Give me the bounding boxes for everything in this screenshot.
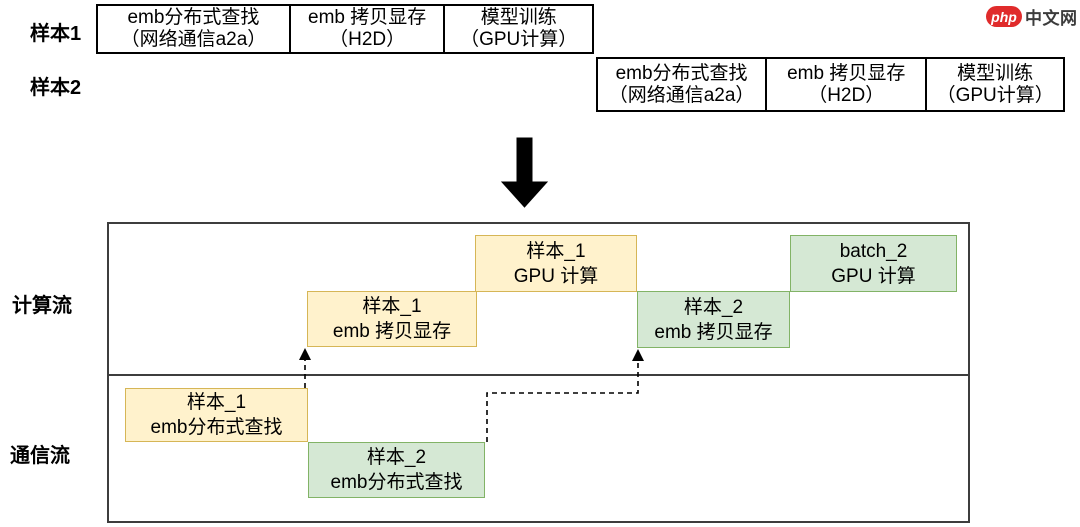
- task-batch2-gpu: batch_2 GPU 计算: [790, 235, 957, 292]
- sample2-stage-train: 模型训练 （GPU计算）: [925, 59, 1063, 110]
- task-line1: batch_2: [839, 240, 908, 262]
- task-sample1-gpu: 样本_1 GPU 计算: [475, 235, 637, 292]
- task-line1: 样本_1: [362, 296, 422, 317]
- sample2-stage-lookup: emb分布式查找 （网络通信a2a）: [598, 59, 765, 110]
- stage-line1: emb 拷贝显存: [787, 62, 906, 84]
- stage-line1: emb分布式查找: [127, 7, 260, 28]
- stage-line2: （H2D）: [329, 29, 406, 50]
- task-line1: 样本_2: [683, 296, 744, 318]
- sample2-stage-h2d: emb 拷贝显存 （H2D）: [765, 59, 925, 110]
- php-logo-text: php: [991, 8, 1017, 25]
- stage-line1: emb 拷贝显存: [308, 7, 427, 28]
- task-sample1-h2d: 样本_1 emb 拷贝显存: [307, 291, 477, 347]
- comm-stream-label: 通信流: [10, 445, 70, 467]
- sample2-label: 样本2: [30, 77, 82, 99]
- sample2-stage-row: emb分布式查找 （网络通信a2a） emb 拷贝显存 （H2D） 模型训练 （…: [596, 57, 1065, 112]
- sample1-stage-h2d: emb 拷贝显存 （H2D）: [288, 6, 444, 52]
- task-line2: emb 拷贝显存: [654, 321, 773, 343]
- task-line1: 样本_2: [366, 447, 427, 468]
- task-line1: 样本_1: [186, 392, 247, 413]
- task-line2: GPU 计算: [831, 265, 916, 287]
- stage-line2: （网络通信a2a）: [120, 29, 267, 50]
- stage-line2: （H2D）: [808, 84, 885, 106]
- task-line2: emb 拷贝显存: [332, 321, 452, 342]
- php-logo-icon: php: [986, 6, 1022, 27]
- sample1-stage-row: emb分布式查找 （网络通信a2a） emb 拷贝显存 （H2D） 模型训练 （…: [96, 4, 594, 54]
- stage-line1: 模型训练: [957, 62, 1034, 84]
- task-sample2-h2d: 样本_2 emb 拷贝显存: [637, 291, 790, 348]
- sample1-label: 样本1: [30, 23, 82, 45]
- sample1-stage-train: 模型训练 （GPU计算）: [443, 6, 592, 52]
- compute-stream-label: 计算流: [12, 295, 72, 317]
- stage-line2: （网络通信a2a）: [608, 84, 755, 106]
- task-line2: emb分布式查找: [330, 472, 463, 493]
- site-name: 中文网: [1025, 9, 1078, 28]
- sample1-stage-lookup: emb分布式查找 （网络通信a2a）: [98, 6, 289, 52]
- down-arrow-icon: [500, 137, 549, 208]
- stage-line2: （GPU计算）: [460, 29, 578, 50]
- stage-line2: （GPU计算）: [936, 84, 1054, 106]
- stage-line1: 模型训练: [480, 7, 557, 28]
- stream-divider-line: [107, 374, 970, 376]
- task-sample2-lookup: 样本_2 emb分布式查找: [308, 442, 485, 498]
- stage-line1: emb分布式查找: [615, 62, 748, 84]
- task-line2: GPU 计算: [513, 265, 599, 287]
- php-cn-logo: php 中文网: [986, 4, 1078, 29]
- task-sample1-lookup: 样本_1 emb分布式查找: [125, 388, 308, 442]
- task-line2: emb分布式查找: [150, 417, 283, 438]
- task-line1: 样本_1: [526, 240, 586, 262]
